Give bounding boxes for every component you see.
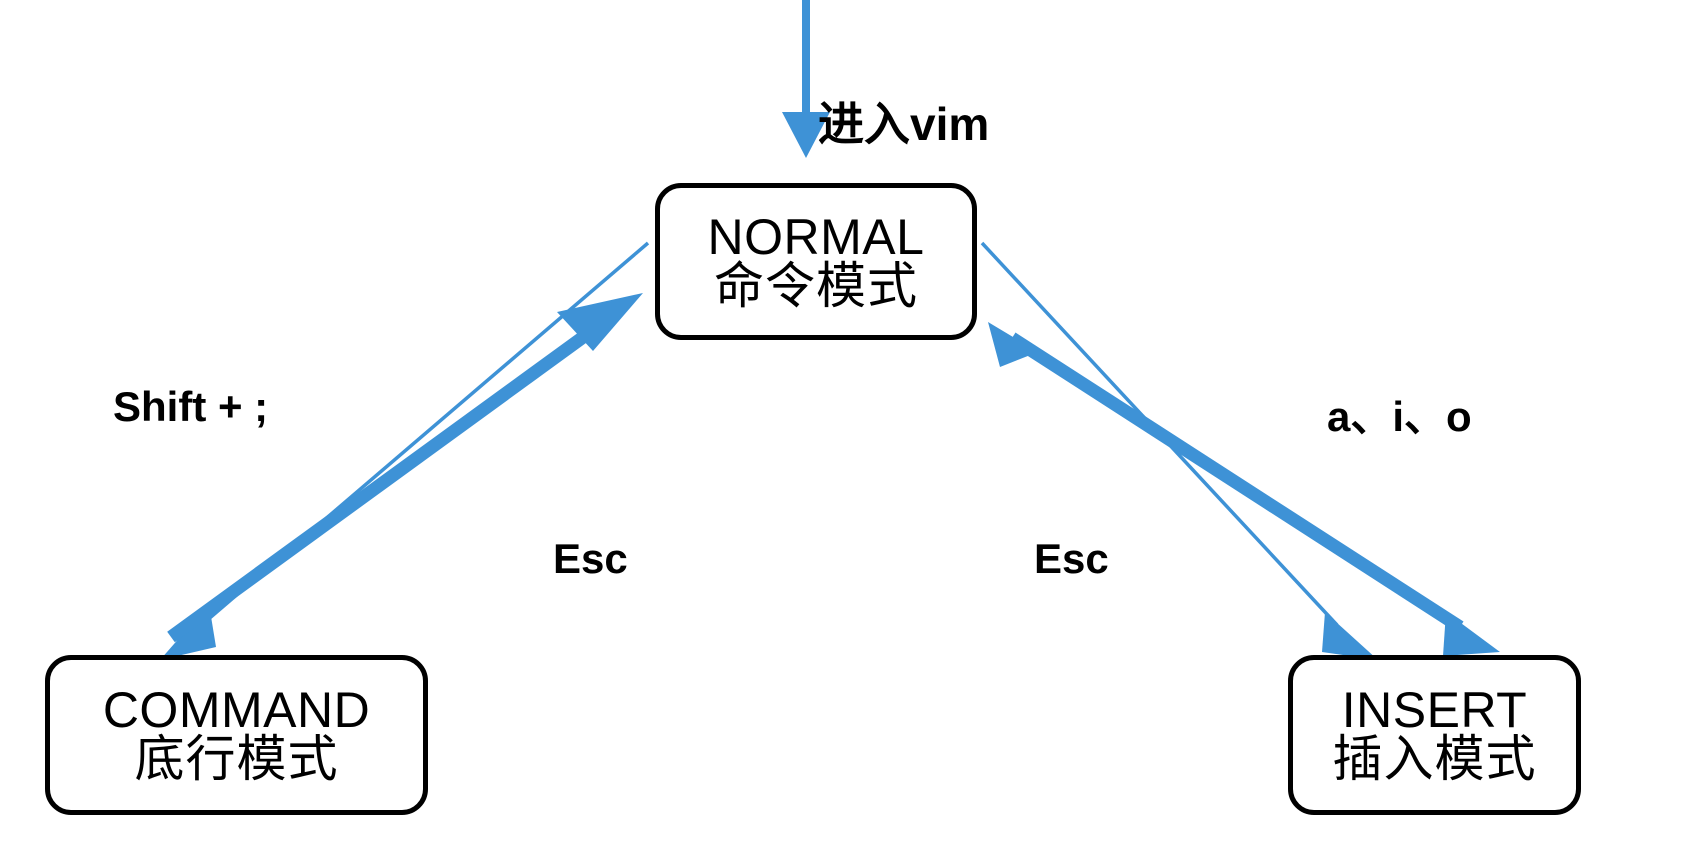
normal-to-insert-arrowhead xyxy=(1322,612,1378,660)
node-insert[interactable]: INSERT 插入模式 xyxy=(1288,655,1581,815)
edge-label-esc-right: Esc xyxy=(1034,535,1109,582)
node-normal-latin: NORMAL xyxy=(707,208,925,265)
edge-insert-to-normal xyxy=(988,322,1500,656)
edge-label-a-i-o: a、i、o xyxy=(1327,393,1472,440)
node-insert-cjk: 插入模式 xyxy=(1332,731,1537,787)
node-normal-cjk: 命令模式 xyxy=(714,257,918,314)
command-to-normal-line xyxy=(167,329,590,643)
node-insert-latin: INSERT xyxy=(1341,682,1528,738)
edge-label-esc-left: Esc xyxy=(553,535,628,582)
insert-to-normal-arrowhead xyxy=(988,322,1038,367)
node-command-cjk: 底行模式 xyxy=(134,731,339,787)
node-command-latin: COMMAND xyxy=(102,682,371,738)
insert-to-normal-line xyxy=(1008,332,1464,633)
edge-label-enter-vim: 进入vim xyxy=(818,98,990,150)
edge-command-to-normal xyxy=(167,293,643,643)
node-normal[interactable]: NORMAL 命令模式 xyxy=(655,183,977,340)
command-to-normal-arrowhead xyxy=(557,293,643,351)
normal-to-insert-thick-arrowhead xyxy=(1443,612,1500,656)
enter-vim-arrow xyxy=(782,0,830,158)
edge-enter-vim xyxy=(782,0,830,158)
node-command[interactable]: COMMAND 底行模式 xyxy=(45,655,428,815)
edge-label-shift-semicolon: Shift + ; xyxy=(113,383,269,430)
